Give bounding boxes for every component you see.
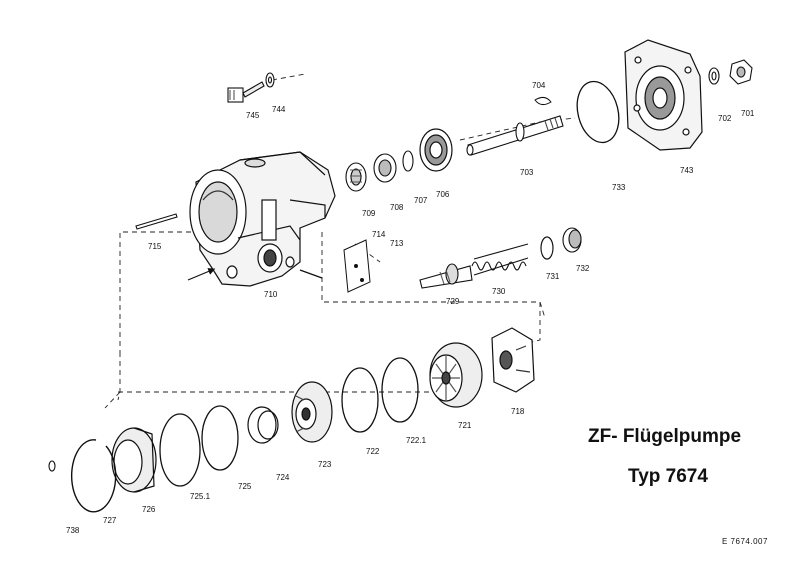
part-708-bearing [373,153,397,183]
part-label: 718 [511,407,525,416]
part-703-drive-shaft [466,115,564,156]
part-727-snap-ring [70,439,117,513]
part-label: 704 [532,81,546,90]
part-label: 701 [741,109,755,118]
part-704-key [534,96,552,106]
part-725-1-o-ring [159,413,201,487]
part-labels: 701 702 743 704 733 745 744 709 708 707 … [66,81,755,535]
part-718-pressure-plate [491,327,535,393]
part-label: 732 [576,264,590,273]
part-label: 730 [492,287,506,296]
part-733-o-ring [576,80,620,144]
part-726-end-cover [111,427,157,493]
part-label: 731 [546,272,560,281]
part-722-1-o-ring [381,357,419,423]
part-label: 725.1 [190,492,211,501]
part-label: 745 [246,111,260,120]
part-label: 724 [276,473,290,482]
part-707-snap-ring [402,150,414,172]
part-721-cam-ring [429,342,483,408]
part-710-pump-housing [187,151,336,287]
part-label: 709 [362,209,376,218]
part-714-713-plate [343,239,371,293]
part-label: 715 [148,242,162,251]
part-label: 707 [414,196,428,205]
part-label: 722.1 [406,436,427,445]
diagram-subtitle: Typ 7674 [628,466,708,487]
part-702-lock-washer [708,67,720,85]
drawing-reference: E 7674.007 [722,537,768,546]
part-label: 714 [372,230,386,239]
part-label: 702 [718,114,732,123]
part-729-valve-piston [419,263,473,289]
part-label: 703 [520,168,534,177]
part-label: 743 [680,166,694,175]
part-724-snap-ring [247,406,279,444]
part-709-needle-bearing [345,162,367,192]
part-label: 713 [390,239,404,248]
part-706-ball-bearing [419,128,453,172]
part-715-pin [135,213,178,230]
part-label: 738 [66,526,80,535]
part-723-rotor [291,381,333,443]
part-label: 744 [272,105,286,114]
part-label: 725 [238,482,252,491]
part-738-small-ring [48,460,56,472]
part-730-spring [471,243,529,276]
part-744-washer [265,72,275,88]
part-label: 733 [612,183,626,192]
part-label: 710 [264,290,278,299]
part-label: 723 [318,460,332,469]
part-732-plug [562,227,582,253]
part-722-o-ring [341,367,379,433]
part-701-nut [729,59,753,85]
part-label: 722 [366,447,380,456]
part-label: 708 [390,203,404,212]
part-label: 721 [458,421,472,430]
part-745-bolt [227,81,265,103]
part-743-flange [624,39,703,151]
part-label: 706 [436,190,450,199]
part-label: 729 [446,297,460,306]
diagram-title: ZF- Flügelpumpe [588,426,742,447]
part-731-ring [540,236,554,260]
part-label: 727 [103,516,117,525]
part-725-o-ring [201,405,239,471]
part-label: 726 [142,505,156,514]
